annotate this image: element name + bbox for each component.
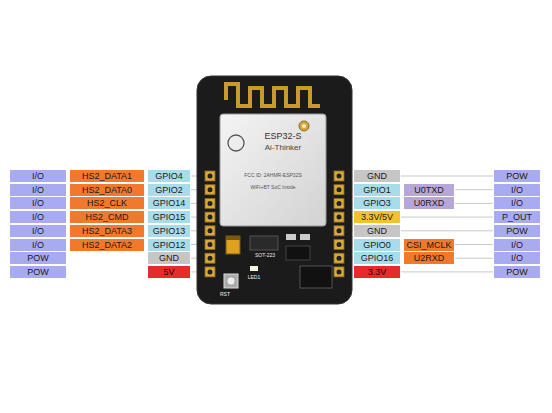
smd-part: [300, 234, 310, 240]
tantalum-capacitor: [226, 236, 240, 254]
signal-name: U2RXD: [404, 252, 454, 264]
gpio-name: GPIO13: [148, 225, 190, 237]
uart-signal: U0TXD: [404, 184, 454, 196]
silkscreen-label: LED1: [242, 274, 266, 281]
signal-name: HS2_DATA2: [70, 239, 144, 251]
gpio-name: GPIO1: [354, 184, 400, 196]
pin-type: I/O: [10, 170, 66, 182]
module-shield: [220, 114, 326, 226]
uart-signal: U0RXD: [404, 197, 454, 209]
module-marking: ESP32-S: [246, 130, 320, 142]
pin-type: POW: [494, 170, 540, 182]
ground-pin: GND: [354, 170, 400, 182]
led: [250, 266, 258, 271]
ai-logo: [228, 135, 244, 151]
header-pins: [205, 171, 344, 277]
reset-button-cap: [228, 278, 235, 285]
signal-name: HS2_DATA3: [70, 225, 144, 237]
gpio-name: GPIO12: [148, 239, 190, 251]
pin-type: I/O: [494, 197, 540, 209]
pcb-antenna: [226, 84, 320, 106]
pin-type: POW: [494, 266, 540, 278]
module-marking: Ai-Thinker: [246, 143, 320, 153]
pin-type: I/O: [10, 211, 66, 223]
signal-name: HS2_CLK: [70, 197, 144, 209]
smd-part: [286, 234, 296, 240]
gpio-name: GPIO4: [148, 170, 190, 182]
signal-name: HS2_CMD: [70, 211, 144, 223]
gpio-name: GPIO3: [354, 197, 400, 209]
pin-type: I/O: [10, 197, 66, 209]
pin-type: I/O: [10, 225, 66, 237]
gpio-name: GPIO0: [354, 239, 400, 251]
ground-pin: GND: [354, 225, 400, 237]
gpio-name: GPIO16: [354, 252, 400, 264]
signal-name: CSI_MCLK: [404, 239, 454, 251]
gpio-name: GPIO15: [148, 211, 190, 223]
camera-connector: [300, 266, 332, 288]
pin-type: I/O: [10, 239, 66, 251]
pin-type: POW: [494, 225, 540, 237]
regulator: [250, 236, 278, 250]
ufl-connector: [299, 121, 309, 131]
module-marking: FCC ID: 2AHMR-ESP32S: [224, 172, 322, 179]
silkscreen-label: SOT-223: [250, 252, 280, 259]
pin-type: I/O: [494, 239, 540, 251]
ground-pin: GND: [148, 252, 190, 264]
reset-button: [224, 274, 238, 288]
gpio-name: GPIO14: [148, 197, 190, 209]
pin-type: I/O: [10, 184, 66, 196]
module-marking: WiFi+BT SoC Inside: [224, 184, 322, 191]
pin-type: POW: [10, 252, 66, 264]
gpio-name: GPIO2: [148, 184, 190, 196]
pin-type: POW: [10, 266, 66, 278]
capacitor-band: [226, 236, 240, 240]
power-pin: 3.3V: [354, 266, 400, 278]
silkscreen-label: RST: [214, 291, 236, 298]
pcb: [197, 76, 352, 304]
pin-type: I/O: [494, 184, 540, 196]
ufl-center: [302, 124, 306, 128]
pin-type: P_OUT: [494, 211, 540, 223]
power-out-pin: 3.3V/5V: [354, 211, 400, 223]
signal-name: HS2_DATA1: [70, 170, 144, 182]
power-pin: 5V: [148, 266, 190, 278]
signal-name: HS2_DATA0: [70, 184, 144, 196]
psram-chip: [286, 246, 310, 260]
pin-type: I/O: [494, 252, 540, 264]
